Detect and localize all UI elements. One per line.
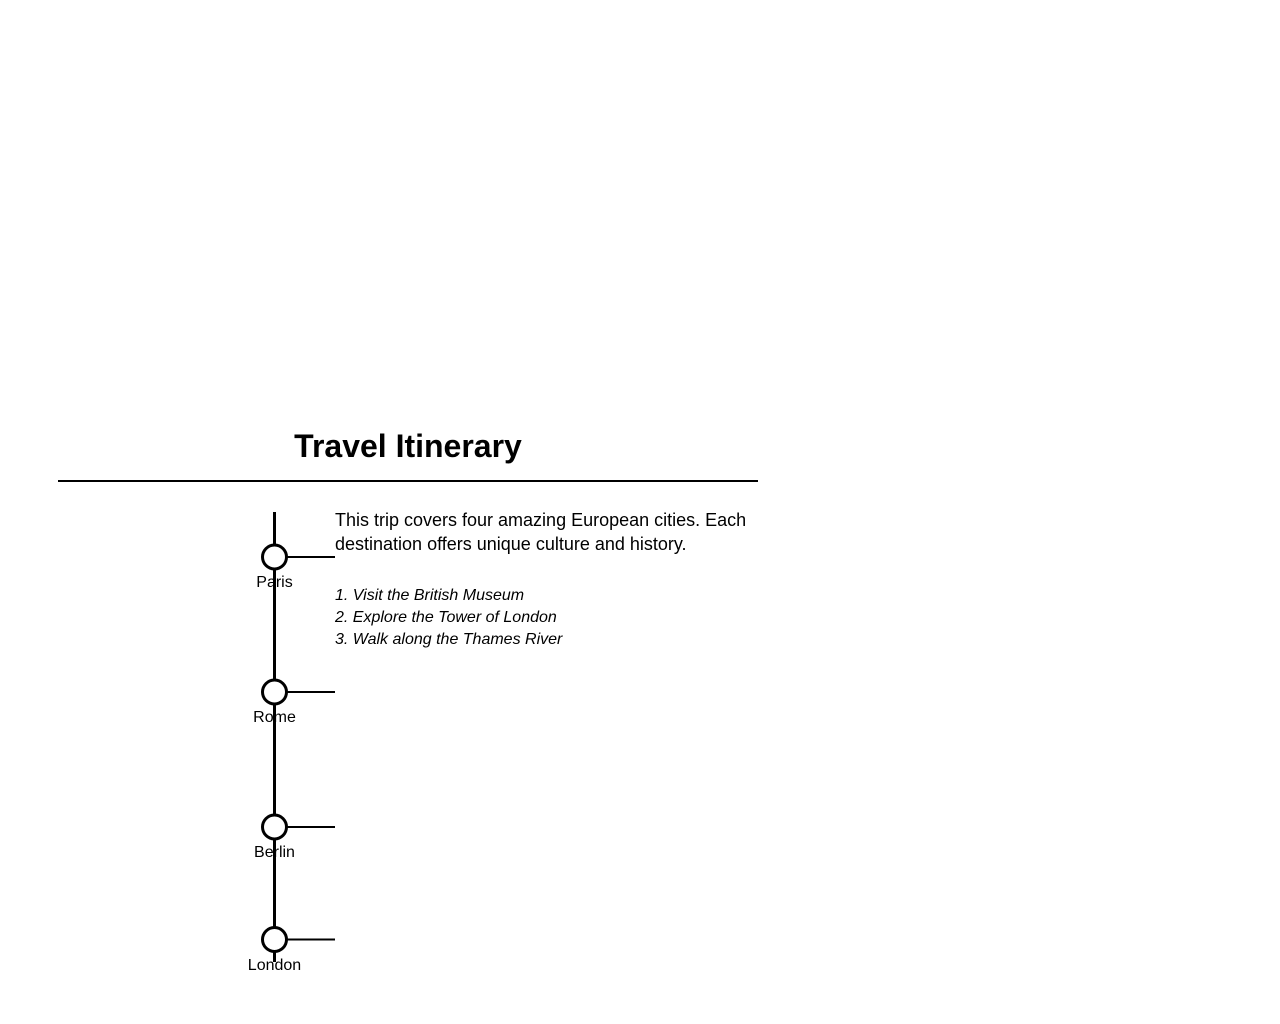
- timeline-marker: [261, 543, 288, 571]
- timeline-marker: [261, 813, 288, 841]
- city-label-paris: Paris: [256, 574, 292, 591]
- timeline-marker: [261, 926, 288, 953]
- title-divider: [58, 480, 758, 482]
- city-label-london: London: [248, 957, 301, 974]
- activity-item: 2. Explore the Tower of London: [335, 609, 557, 626]
- timeline-node-rome: Rome: [253, 678, 335, 726]
- activity-item: 1. Visit the British Museum: [335, 587, 525, 604]
- timeline-node-berlin: Berlin: [254, 813, 335, 861]
- page-title: Travel Itinerary: [294, 428, 522, 464]
- city-label-berlin: Berlin: [254, 844, 295, 861]
- timeline-marker: [261, 678, 288, 706]
- city-label-rome: Rome: [253, 709, 296, 726]
- activity-item: 3. Walk along the Thames River: [335, 631, 563, 648]
- activity-list: 1. Visit the British Museum 2. Explore t…: [335, 585, 562, 651]
- timeline-node-london: London: [248, 926, 335, 974]
- timeline-node-paris: Paris: [256, 543, 335, 591]
- trip-description: This trip covers four amazing European c…: [335, 510, 747, 554]
